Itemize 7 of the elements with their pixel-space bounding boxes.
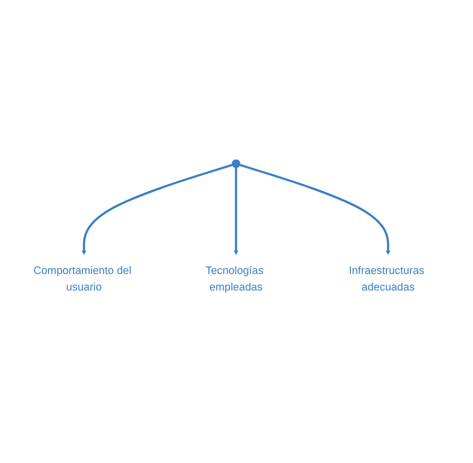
- arrow: [82, 164, 233, 255]
- arrow: [234, 168, 239, 255]
- node-text: Infraestructuras adecuadas: [349, 264, 425, 294]
- arrow: [240, 164, 391, 255]
- node-text: Comportamiento del usuario: [34, 264, 132, 294]
- node-circle: [232, 159, 241, 168]
- node-text: Tecnologías empleadas: [206, 264, 264, 294]
